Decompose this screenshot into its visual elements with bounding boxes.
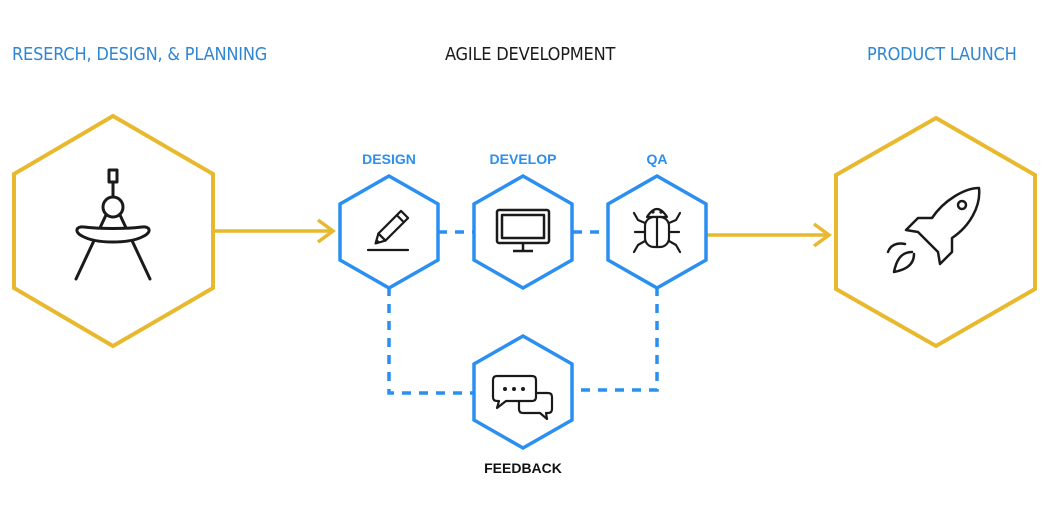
chat-bubbles-icon [491,374,554,421]
dashed-connectors [387,230,659,395]
monitor-icon [495,208,551,253]
phase-title-research: RESERCH, DESIGN, & PLANNING [12,44,268,65]
arrowhead-launch [812,222,832,248]
rocket-icon [886,186,981,274]
step-label-feedback: FEEDBACK [484,460,562,476]
arrowhead-design [316,218,336,244]
dash-design-feedback [387,287,474,395]
bug-icon [632,207,682,254]
gold-connectors [213,218,832,248]
step-label-qa: QA [646,151,668,167]
phase-title-agile: AGILE DEVELOPMENT [445,44,616,65]
step-label-design: DESIGN [362,151,416,167]
compass-icon [74,168,152,281]
phase-title-launch: PRODUCT LAUNCH [867,44,1017,65]
pencil-icon [366,209,410,252]
step-label-develop: DEVELOP [489,151,557,167]
dash-qa-feedback [572,287,659,392]
